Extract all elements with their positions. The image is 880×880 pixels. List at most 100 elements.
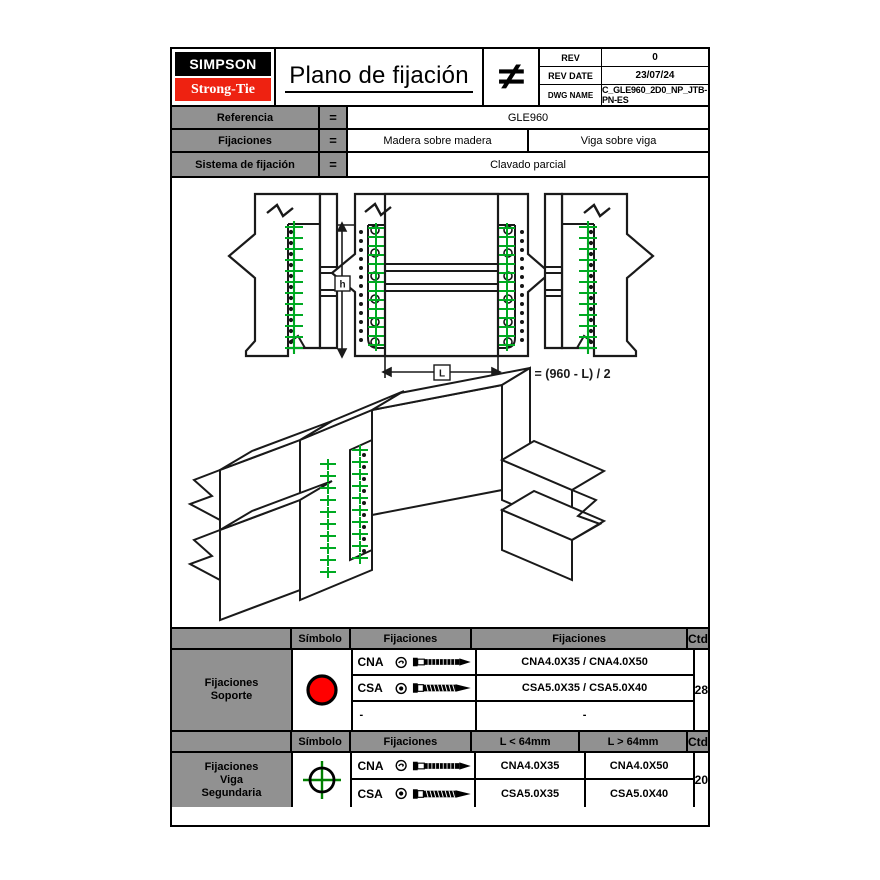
center-view-fastener-column-left	[359, 223, 384, 351]
table-secondary-lshort-cna: CNA4.0X35	[476, 753, 584, 780]
dwg-name-value: C_GLE960_2D0_NP_JTB-PN-ES	[602, 85, 708, 105]
red-circle-icon	[306, 674, 338, 706]
isometric-fastener-columns	[320, 445, 368, 578]
spec-equals-referencia: =	[320, 107, 348, 128]
spec-label-fijaciones: Fijaciones	[172, 130, 320, 151]
spec-equals-fijaciones: =	[320, 130, 348, 151]
table-secondary-body: Fijaciones Viga Segundaria CNA	[172, 753, 708, 807]
left-elevation-view	[227, 192, 339, 358]
table-support-fixrow-csa: CSA	[352, 676, 475, 702]
table-secondary-header-lshort: L < 64mm	[472, 732, 581, 751]
spec-value-fijaciones-1: Madera sobre madera	[383, 134, 492, 147]
table-support-spec-cna: CNA4.0X35 / CNA4.0X50	[476, 650, 693, 676]
dimension-l-label: L	[439, 369, 445, 380]
table-secondary-header-fijaciones: Fijaciones	[351, 732, 473, 751]
dimension-h-label: h	[339, 280, 345, 291]
rev-date-label: REV DATE	[540, 67, 602, 84]
table-secondary-llong-csa: CSA5.0X40	[610, 787, 669, 800]
csa-drive-icon	[395, 787, 407, 800]
isometric-3d-view	[187, 366, 607, 622]
table-secondary-lshort-csa: CSA5.0X35	[500, 787, 560, 800]
drawing-svg: h L	[187, 192, 655, 622]
table-support-spec-blank: -	[582, 709, 587, 721]
csa-drive-icon	[395, 682, 407, 694]
table-secondary-llong-cna: CNA4.0X50	[585, 753, 693, 780]
rev-label: REV	[540, 49, 602, 66]
logo-simpson-text: SIMPSON	[175, 52, 271, 76]
cna-drive-icon	[395, 656, 407, 668]
crosshair-icon	[302, 761, 341, 799]
right-elevation-view	[543, 192, 655, 358]
dwg-name-label: DWG NAME	[540, 85, 602, 105]
title-block: SIMPSON Strong-Tie Plano de fijación ≠ R…	[172, 49, 708, 107]
table-secondary-fastener-column: CNA	[352, 753, 477, 807]
table-support-header-blank	[172, 629, 292, 648]
table-secondary-fixrow-csa: CSA	[352, 780, 474, 807]
table-support-header-row: Símbolo Fijaciones Fijaciones Ctd	[172, 629, 708, 650]
table-secondary-header-row: Símbolo Fijaciones L < 64mm L > 64mm Ctd	[172, 732, 708, 753]
spec-row-fijaciones: Fijaciones = Madera sobre madera Viga so…	[172, 130, 708, 153]
table-support-row-label: Fijaciones Soporte	[172, 650, 293, 730]
specification-rows: Referencia = GLE960 Fijaciones = Madera …	[172, 107, 708, 178]
drawing-frame: SIMPSON Strong-Tie Plano de fijación ≠ R…	[170, 47, 710, 827]
table-support-fixrow-cna: CNA	[352, 650, 475, 676]
table-secondary-llong-column: CNA4.0X50 CSA5.0X40	[585, 753, 695, 807]
dimension-h	[334, 221, 355, 359]
label-line-1: Fijaciones	[204, 677, 259, 689]
spec-row-sistema: Sistema de fijación = Clavado parcial	[172, 153, 708, 176]
cna-drive-icon	[395, 759, 407, 772]
table-secondary-symbol-cell	[293, 753, 353, 807]
drawing-title-cell: Plano de fijación	[276, 49, 484, 105]
table-secondary-header-llong: L > 64mm	[580, 732, 688, 751]
label-line-1: Fijaciones	[204, 760, 259, 773]
table-support-symbol-cell	[293, 650, 353, 730]
table-support-fastener-column: CNA	[352, 650, 477, 730]
not-equal-icon: ≠	[497, 56, 525, 98]
spec-row-referencia: Referencia = GLE960	[172, 107, 708, 130]
table-support-count: 28	[694, 683, 709, 697]
table-support-spec-csa: CSA5.0X35 / CSA5.0X40	[476, 676, 693, 702]
table-secondary-header-blank	[172, 732, 292, 751]
rev-date-row: REV DATE 23/07/24	[540, 67, 708, 85]
nail-icon	[412, 657, 471, 667]
table-support-header-ctd: Ctd	[688, 631, 708, 646]
table-secondary-row-label: Fijaciones Viga Segundaria	[172, 753, 293, 807]
spec-label-sistema: Sistema de fijación	[172, 153, 320, 176]
center-section-view	[330, 192, 552, 358]
simpson-strongtie-logo: SIMPSON Strong-Tie	[172, 49, 276, 105]
table-support-header-simbolo: Símbolo	[292, 629, 351, 648]
height-formula: h = (960 - L) / 2	[523, 367, 610, 381]
table-fijaciones-viga-segundaria: Símbolo Fijaciones L < 64mm L > 64mm Ctd…	[172, 732, 708, 807]
table-secondary-header-ctd: Ctd	[688, 734, 708, 749]
spec-value-sistema: Clavado parcial	[490, 158, 566, 171]
nail-icon	[412, 761, 471, 770]
fastener-code-cna: CNA	[357, 655, 384, 669]
screw-icon	[412, 788, 471, 799]
dwg-name-row: DWG NAME C_GLE960_2D0_NP_JTB-PN-ES	[540, 85, 708, 105]
left-view-fastener-column	[285, 221, 303, 354]
table-support-header-fijaciones-2: Fijaciones	[472, 629, 688, 648]
center-view-fastener-column-right	[499, 223, 524, 351]
table-secondary-fixrow-cna: CNA	[352, 753, 475, 780]
label-line-2: Viga	[219, 773, 243, 786]
table-support-fixrow-blank: -	[353, 702, 475, 728]
spec-value-fijaciones-2: Viga sobre viga	[527, 130, 708, 151]
rev-value: 0	[652, 52, 658, 63]
technical-drawing-canvas: h L	[172, 178, 708, 629]
projection-symbol-cell: ≠	[484, 49, 540, 105]
revision-block: REV 0 REV DATE 23/07/24 DWG NAME C_GLE96…	[540, 49, 708, 105]
spec-equals-sistema: =	[320, 153, 348, 176]
fastener-code-blank: -	[359, 709, 364, 721]
table-support-body: Fijaciones Soporte CNA	[172, 650, 708, 730]
table-support-spec-column: CNA4.0X35 / CNA4.0X50 CSA5.0X35 / CSA5.0…	[476, 650, 695, 730]
page-title: Plano de fijación	[285, 62, 473, 93]
spec-value-referencia: GLE960	[507, 111, 549, 124]
rev-row: REV 0	[540, 49, 708, 67]
rev-date-value: 23/07/24	[635, 70, 675, 81]
fastener-code-csa: CSA	[357, 786, 383, 801]
spec-label-referencia: Referencia	[172, 107, 320, 128]
label-line-2: Soporte	[210, 690, 253, 702]
logo-strongtie-text: Strong-Tie	[175, 78, 271, 101]
table-secondary-lshort-column: CNA4.0X35 CSA5.0X35	[476, 753, 586, 807]
